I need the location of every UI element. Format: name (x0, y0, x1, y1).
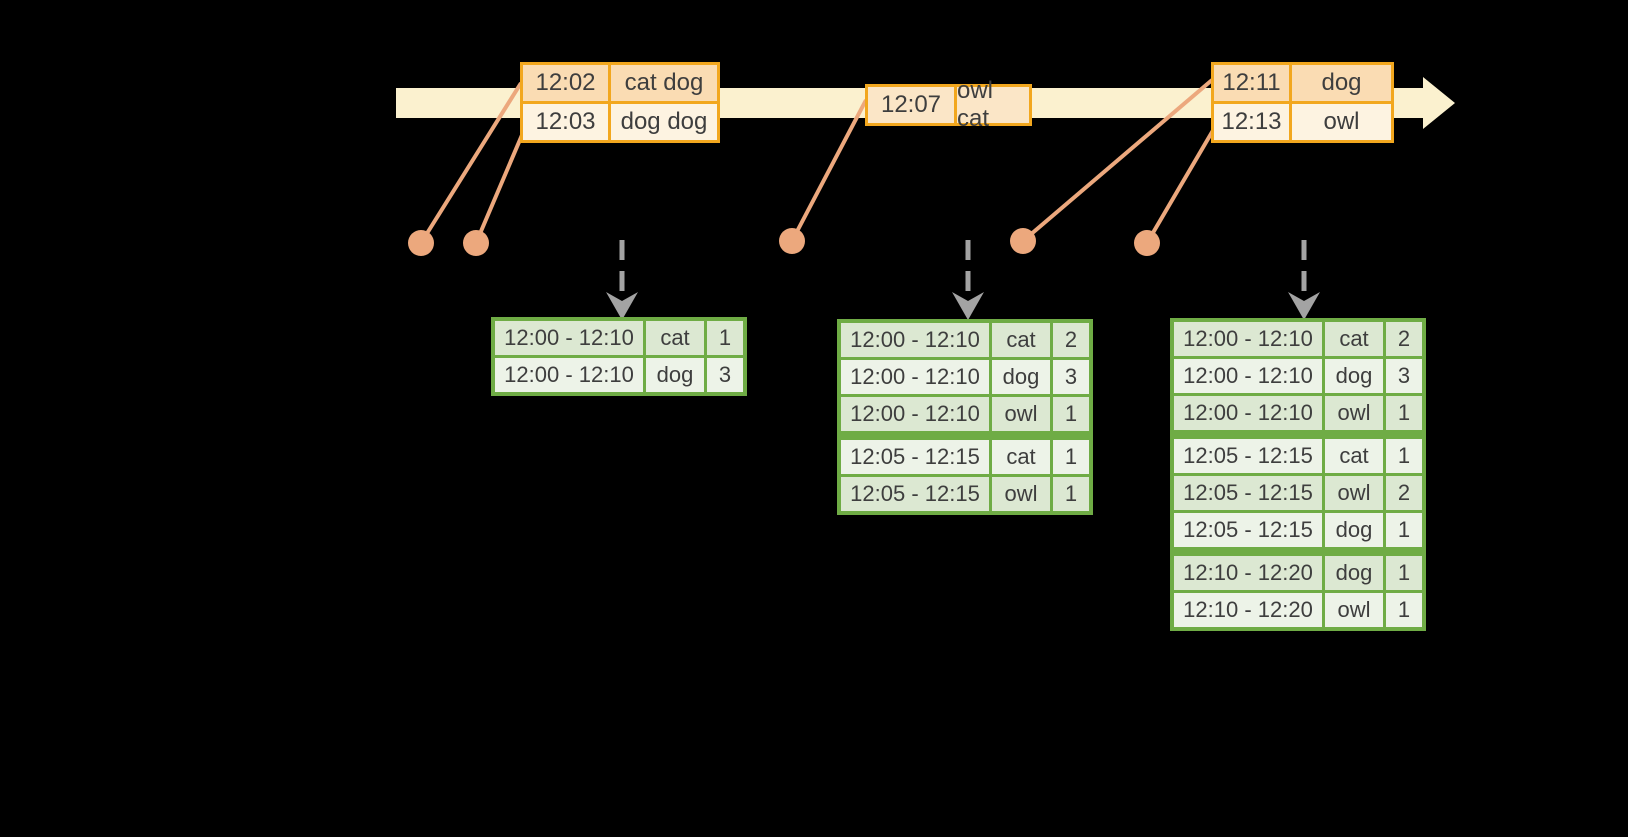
result-row: 12:00 - 12:10 owl 1 (841, 397, 1089, 431)
result-row: 12:10 - 12:20 dog 1 (1174, 556, 1422, 590)
result-row: 12:00 - 12:10 cat 1 (495, 321, 743, 355)
window-cell: 12:00 - 12:10 (1174, 396, 1322, 430)
timeline-arrowhead-icon (1423, 77, 1455, 129)
event-time-cell: 12:07 (868, 87, 954, 123)
event-time-cell: 12:11 (1214, 65, 1289, 101)
event-words-cell: dog dog (611, 104, 717, 140)
result-row: 12:00 - 12:10 owl 1 (1174, 396, 1422, 430)
result-row: 12:05 - 12:15 cat 1 (1174, 439, 1422, 473)
connector-line (474, 127, 527, 244)
event-table: 12:07 owl cat (865, 77, 1032, 132)
event-words-cell: owl cat (957, 77, 1029, 132)
count-cell: 3 (707, 358, 743, 392)
event-dot (1134, 230, 1160, 256)
count-cell: 1 (1386, 556, 1422, 590)
result-row: 12:00 - 12:10 cat 2 (1174, 322, 1422, 356)
word-cell: dog (992, 360, 1050, 394)
result-row: 12:05 - 12:15 dog 1 (1174, 513, 1422, 547)
event-dot (779, 228, 805, 254)
event-dot (1010, 228, 1036, 254)
window-cell: 12:00 - 12:10 (841, 360, 989, 394)
result-row: 12:05 - 12:15 cat 1 (841, 440, 1089, 474)
event-words-cell: dog (1292, 65, 1391, 101)
window-cell: 12:00 - 12:10 (495, 358, 643, 392)
word-cell: dog (1325, 556, 1383, 590)
count-cell: 1 (1386, 593, 1422, 627)
event-row: 12:13 owl (1214, 104, 1391, 140)
result-row: 12:05 - 12:15 owl 1 (841, 477, 1089, 511)
event-words-cell: cat dog (611, 65, 717, 101)
word-cell: owl (992, 397, 1050, 431)
count-cell: 1 (1053, 440, 1089, 474)
count-cell: 1 (707, 321, 743, 355)
trigger-arrowhead-icon (1288, 292, 1320, 320)
word-cell: dog (646, 358, 704, 392)
result-row: 12:10 - 12:20 owl 1 (1174, 593, 1422, 627)
event-table: 12:11 dog 12:13 owl (1211, 62, 1394, 143)
connector-line (790, 99, 868, 242)
result-row: 12:05 - 12:15 owl 2 (1174, 476, 1422, 510)
count-cell: 3 (1386, 359, 1422, 393)
word-cell: owl (992, 477, 1050, 511)
event-dot (463, 230, 489, 256)
connector-line (419, 81, 523, 245)
window-cell: 12:05 - 12:15 (1174, 439, 1322, 473)
count-cell: 1 (1386, 396, 1422, 430)
result-row: 12:00 - 12:10 dog 3 (841, 360, 1089, 394)
trigger-arrowhead-icon (606, 292, 638, 320)
result-row: 12:00 - 12:10 cat 2 (841, 323, 1089, 357)
event-row: 12:11 dog (1214, 65, 1391, 101)
word-cell: dog (1325, 359, 1383, 393)
window-cell: 12:00 - 12:10 (841, 323, 989, 357)
connector-line (1145, 125, 1217, 245)
count-cell: 1 (1386, 513, 1422, 547)
word-cell: cat (1325, 439, 1383, 473)
count-cell: 1 (1386, 439, 1422, 473)
window-cell: 12:00 - 12:10 (1174, 359, 1322, 393)
event-time-cell: 12:13 (1214, 104, 1289, 140)
window-cell: 12:00 - 12:10 (1174, 322, 1322, 356)
connector-line (1021, 78, 1214, 243)
result-table: 12:00 - 12:10 cat 2 12:00 - 12:10 dog 3 … (1170, 318, 1426, 631)
event-row: 12:02 cat dog (523, 65, 717, 101)
word-cell: dog (1325, 513, 1383, 547)
result-row: 12:00 - 12:10 dog 3 (1174, 359, 1422, 393)
trigger-arrowhead-icon (952, 292, 984, 320)
event-time-cell: 12:03 (523, 104, 608, 140)
window-cell: 12:10 - 12:20 (1174, 593, 1322, 627)
word-cell: cat (646, 321, 704, 355)
word-cell: owl (1325, 396, 1383, 430)
count-cell: 2 (1386, 476, 1422, 510)
event-row: 12:03 dog dog (523, 104, 717, 140)
window-cell: 12:10 - 12:20 (1174, 556, 1322, 590)
window-cell: 12:00 - 12:10 (495, 321, 643, 355)
count-cell: 2 (1386, 322, 1422, 356)
window-cell: 12:05 - 12:15 (841, 440, 989, 474)
count-cell: 1 (1053, 477, 1089, 511)
word-cell: cat (992, 440, 1050, 474)
window-cell: 12:05 - 12:15 (841, 477, 989, 511)
word-cell: cat (992, 323, 1050, 357)
count-cell: 2 (1053, 323, 1089, 357)
result-table: 12:00 - 12:10 cat 2 12:00 - 12:10 dog 3 … (837, 319, 1093, 515)
window-cell: 12:00 - 12:10 (841, 397, 989, 431)
event-dot (408, 230, 434, 256)
event-table: 12:02 cat dog 12:03 dog dog (520, 62, 720, 143)
event-row: 12:07 owl cat (868, 77, 1029, 132)
result-table: 12:00 - 12:10 cat 1 12:00 - 12:10 dog 3 (491, 317, 747, 396)
count-cell: 3 (1053, 360, 1089, 394)
word-cell: owl (1325, 476, 1383, 510)
word-cell: cat (1325, 322, 1383, 356)
count-cell: 1 (1053, 397, 1089, 431)
result-row: 12:00 - 12:10 dog 3 (495, 358, 743, 392)
word-cell: owl (1325, 593, 1383, 627)
window-cell: 12:05 - 12:15 (1174, 476, 1322, 510)
event-time-cell: 12:02 (523, 65, 608, 101)
event-words-cell: owl (1292, 104, 1391, 140)
window-cell: 12:05 - 12:15 (1174, 513, 1322, 547)
